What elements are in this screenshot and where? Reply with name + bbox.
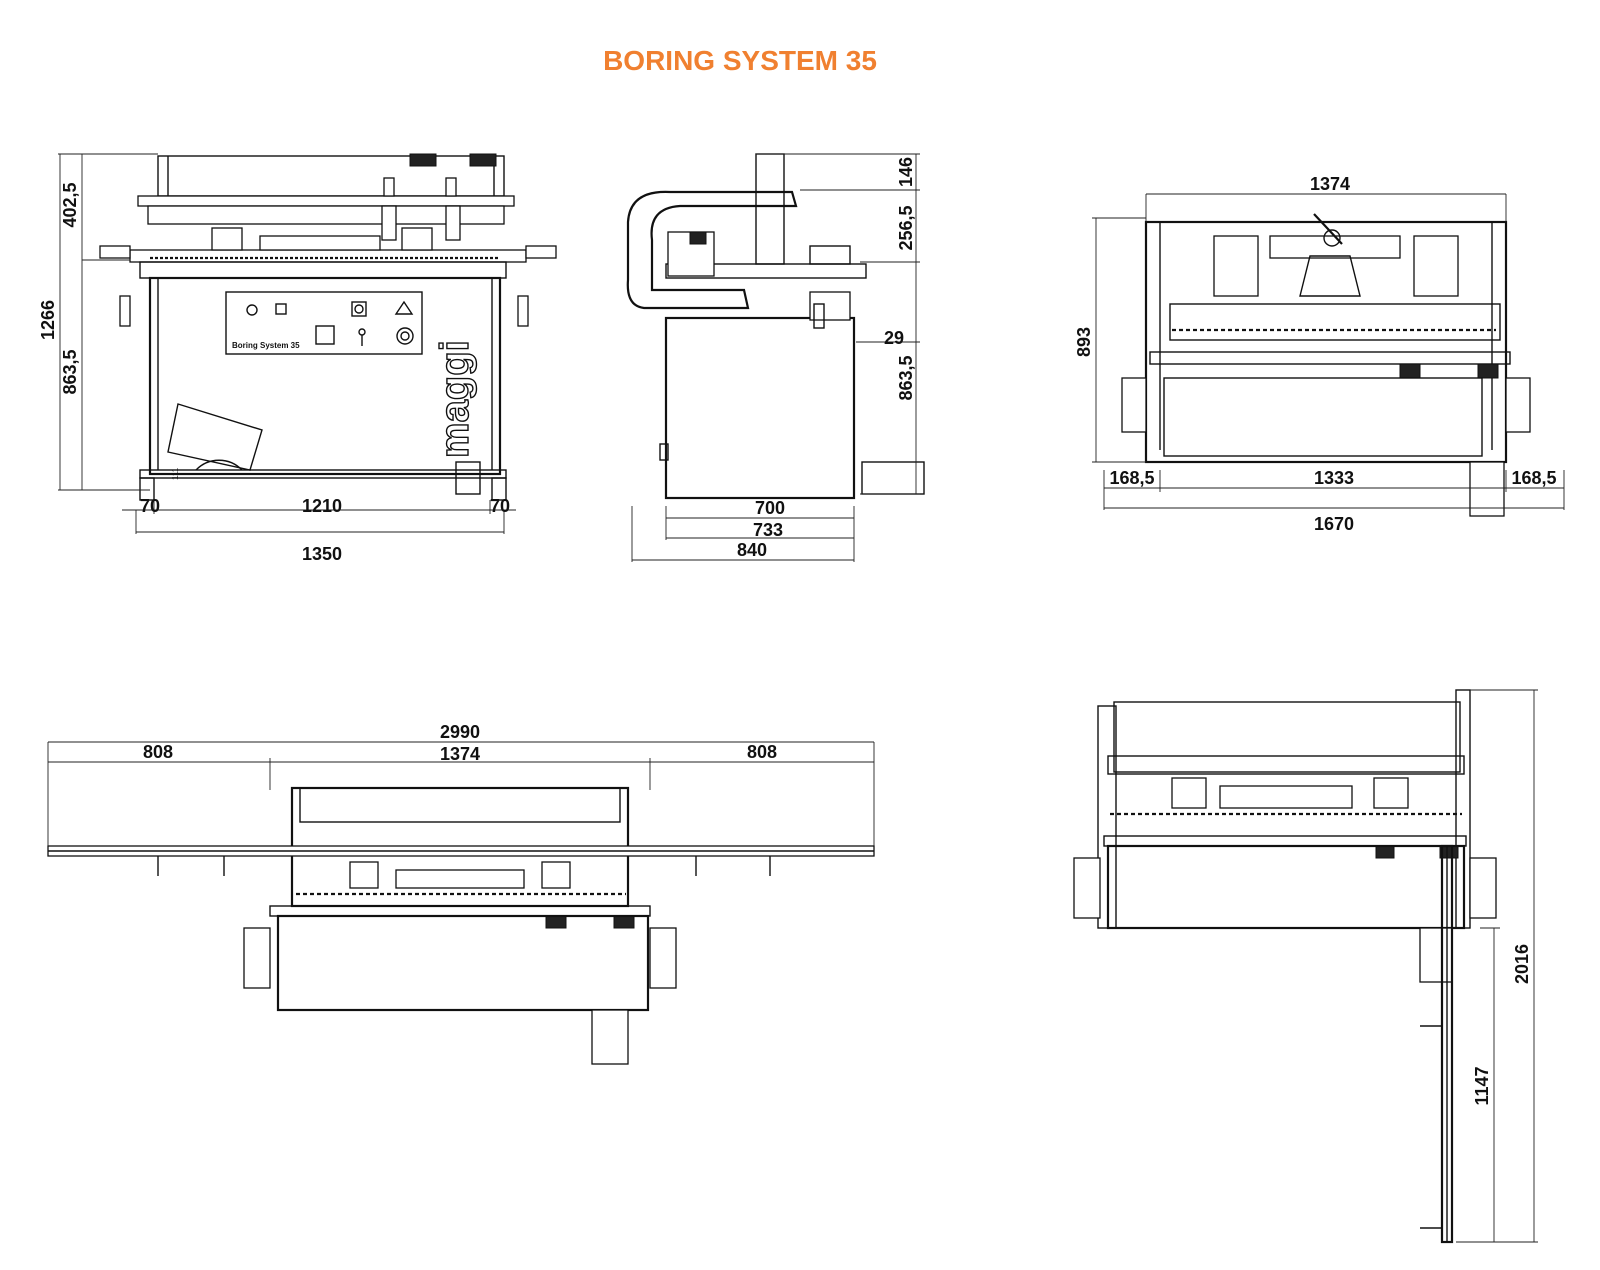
dim-rear-side-left: 168,5 bbox=[1109, 468, 1154, 488]
dim-front-height-lower: 863,5 bbox=[60, 349, 80, 394]
dim-rear-middle: 1333 bbox=[1314, 468, 1354, 488]
dim-front-inner-width: 1210 bbox=[302, 496, 342, 516]
top-view-extensions: 2990 808 1374 808 bbox=[47, 722, 875, 1065]
dim-depth-total: 2016 bbox=[1512, 944, 1532, 984]
dim-side-depth-3: 840 bbox=[737, 540, 767, 560]
dim-side-lower: 863,5 bbox=[896, 355, 916, 400]
rear-view: 1374 893 168,5 1333 168,5 1670 bbox=[1074, 174, 1565, 534]
panel-label: Boring System 35 bbox=[232, 341, 300, 350]
dim-side-depth-1: 700 bbox=[755, 498, 785, 518]
dim-top-right-ext: 808 bbox=[747, 742, 777, 762]
dim-side-depth-2: 733 bbox=[753, 520, 783, 540]
dim-side-top: 146 bbox=[896, 157, 916, 187]
dim-rear-height: 893 bbox=[1074, 327, 1094, 357]
dim-top-left-ext: 808 bbox=[143, 742, 173, 762]
dim-rear-width-top: 1374 bbox=[1310, 174, 1350, 194]
dim-top-total: 2990 bbox=[440, 722, 480, 742]
dim-top-middle: 1374 bbox=[440, 744, 480, 764]
dim-front-leg-left: 70 bbox=[140, 496, 160, 516]
brand-logo: maggi bbox=[433, 340, 477, 458]
dim-rear-width-total: 1670 bbox=[1314, 514, 1354, 534]
dim-rear-side-right: 168,5 bbox=[1511, 468, 1556, 488]
side-view: 146 256,5 29 863,5 700 733 840 bbox=[626, 153, 925, 562]
page-title: BORING SYSTEM 35 bbox=[603, 45, 877, 76]
dim-front-height-upper: 402,5 bbox=[60, 182, 80, 227]
front-view: Boring System 35 maggi 402,5 1266 863,5 … bbox=[38, 153, 557, 564]
top-view-depth-extension: 2016 1147 bbox=[1073, 689, 1538, 1244]
dim-front-width-total: 1350 bbox=[302, 544, 342, 564]
dim-front-leg-right: 70 bbox=[490, 496, 510, 516]
dim-side-step: 29 bbox=[884, 328, 904, 348]
dim-front-height-total: 1266 bbox=[38, 300, 58, 340]
dim-depth-ext: 1147 bbox=[1472, 1066, 1492, 1105]
dim-side-upper: 256,5 bbox=[896, 205, 916, 250]
dim-front-small: 111 bbox=[171, 467, 180, 480]
